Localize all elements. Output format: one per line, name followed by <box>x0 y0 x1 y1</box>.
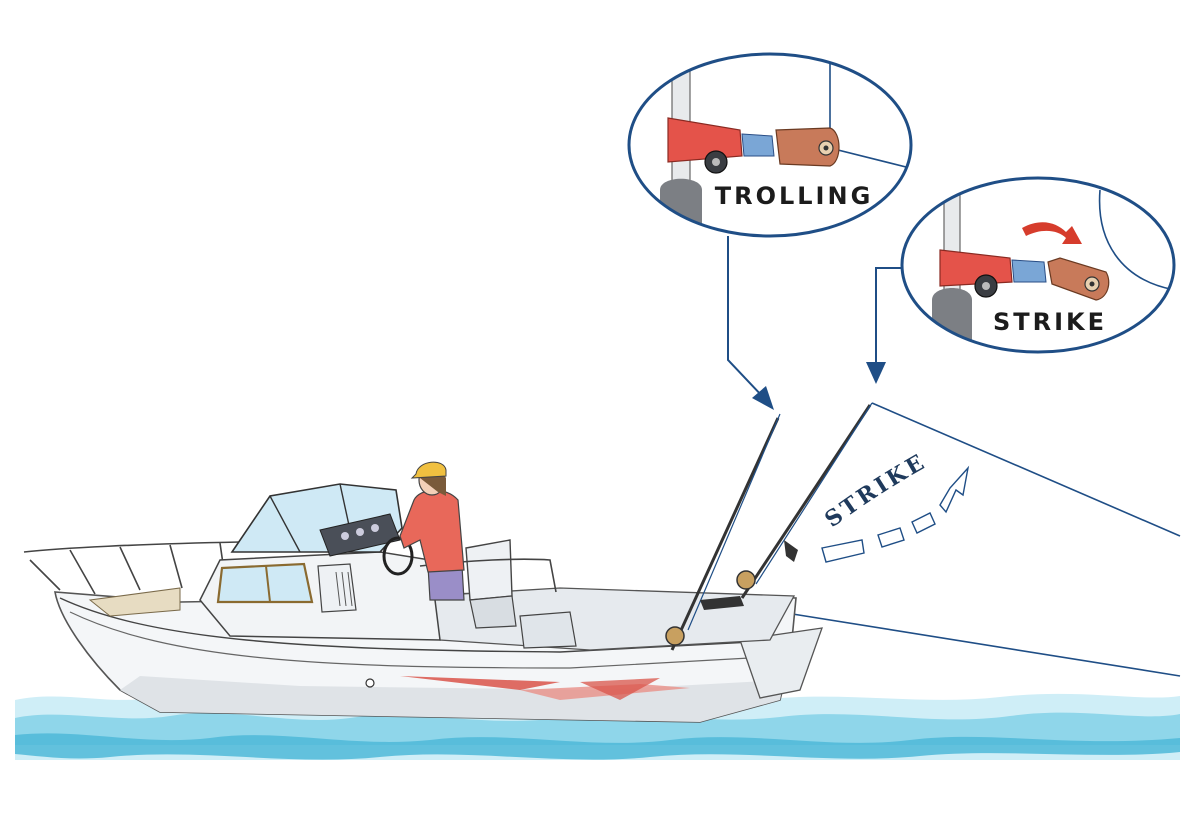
strike-callout-label: STRIKE <box>993 308 1107 336</box>
rod-clip-icon <box>784 540 798 562</box>
boat-cabin-vents <box>335 571 353 607</box>
console-gauge-1 <box>341 532 349 540</box>
dashed-arrow-head <box>939 465 970 514</box>
boat-swim-platform <box>739 627 823 699</box>
boat-red-stripe <box>400 676 560 690</box>
trolling-release-pin-center <box>823 145 829 151</box>
boat-cabin-window-divider <box>265 565 271 603</box>
boat-cabin-window <box>216 562 314 604</box>
steering-wheel-icon <box>382 536 414 576</box>
water-front-band <box>15 733 1180 760</box>
dashed-arrow-segment-3 <box>911 512 936 534</box>
rod-2 <box>740 404 872 599</box>
rod-holder-1 <box>700 596 744 610</box>
angler <box>399 461 465 601</box>
boat-bow-rail <box>23 541 241 595</box>
callout-connectors <box>727 236 910 399</box>
strike-callout: STRIKE <box>900 176 1176 354</box>
strike-red-clamp <box>939 249 1013 287</box>
trolling-pole-base <box>660 178 702 236</box>
boat-helm-seat <box>465 539 513 601</box>
trolling-arrowhead-icon <box>752 386 774 410</box>
trolling-callout-border <box>627 52 913 238</box>
reel-2-icon <box>736 570 756 590</box>
boat-windshield-frame <box>269 495 301 553</box>
water-mid-band <box>15 712 1180 745</box>
strike-arrowhead-icon <box>866 362 886 384</box>
strike-release-pin-center <box>1089 281 1095 287</box>
rod-1 <box>670 417 780 651</box>
strike-line <box>1098 189 1174 291</box>
strike-connector <box>875 267 910 362</box>
boat-bow-deck <box>88 587 181 617</box>
dashed-arrow-segment-2 <box>877 527 905 548</box>
trolling-label: TROLLING <box>715 182 874 210</box>
fishing-rods <box>665 402 873 651</box>
trolling-blue-link <box>741 133 775 157</box>
lower-trolling-line <box>779 611 1181 677</box>
trolling-callout: TROLLING <box>627 52 913 238</box>
upper-trolling-line <box>871 402 1181 537</box>
boat-cabin-door <box>317 563 357 613</box>
strike-motion-indicator: STRIKE <box>820 448 970 563</box>
trolling-red-clamp <box>667 117 743 163</box>
boat-rubrail <box>69 611 787 669</box>
curved-red-arrow-icon <box>1022 222 1082 244</box>
rod-1-line <box>687 413 781 631</box>
boat-aft-bench <box>519 611 577 649</box>
angler-cap-icon <box>410 461 447 479</box>
outrigger-clip-trolling-icon <box>660 54 911 236</box>
strike-blue-link <box>1011 259 1047 283</box>
console-gauge-3 <box>371 524 379 532</box>
strike-knob-center <box>982 282 990 290</box>
trolling-connector <box>727 236 765 399</box>
boat-sheer-line <box>59 597 791 653</box>
boat-windshield-frame-2 <box>339 483 351 531</box>
trolling-release <box>775 127 840 167</box>
boat-porthole <box>365 678 375 688</box>
boat-red-stripe-3 <box>580 678 660 700</box>
boat-hull-shadow <box>120 676 784 722</box>
strike-callout-border <box>900 176 1176 354</box>
dashed-arrow-segment-1 <box>821 539 865 563</box>
boat-helm-seat-base <box>469 595 517 629</box>
trolling-knob-center <box>712 158 720 166</box>
fishing-lines <box>779 402 1181 677</box>
reel-1-icon <box>665 626 685 646</box>
rod-2-line <box>755 402 873 585</box>
console-gauge-2 <box>356 528 364 536</box>
angler-shirt <box>399 489 465 573</box>
